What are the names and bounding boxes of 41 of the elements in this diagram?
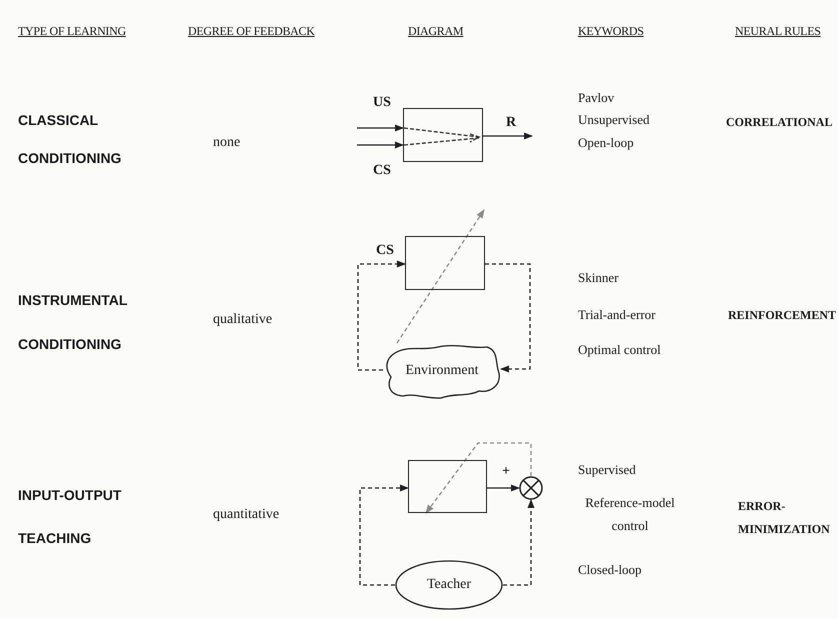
- keyword: Unsupervised: [578, 111, 650, 129]
- process-box: [405, 236, 485, 290]
- keyword: Skinner: [578, 269, 618, 287]
- arrow: [487, 484, 520, 492]
- arrow: [359, 484, 409, 586]
- keyword: Pavlov: [578, 89, 614, 107]
- cloud-shape: [383, 343, 501, 399]
- column-header: KEYWORDS: [578, 23, 644, 40]
- learning-type: INSTRUMENTAL CONDITIONING: [18, 291, 128, 354]
- process-box: [408, 460, 487, 513]
- neural-rule: ERROR- MINIMIZATION: [738, 498, 831, 538]
- process-box: [403, 108, 483, 162]
- feedback-degree: none: [213, 134, 240, 152]
- arrow: [483, 132, 533, 140]
- keyword: Closed-loop: [578, 561, 642, 579]
- arrow: [485, 263, 531, 372]
- neural-rule: REINFORCEMENT: [728, 307, 836, 324]
- column-header: TYPE OF LEARNING: [18, 23, 126, 40]
- arrow: [357, 142, 404, 148]
- column-header: NEURAL RULES: [735, 23, 821, 40]
- neural-rule: CORRELATIONAL: [726, 114, 832, 131]
- keyword: Optimal control: [578, 341, 661, 359]
- learning-type: INPUT-OUTPUT TEACHING: [18, 486, 122, 548]
- comparator-circle: [519, 476, 543, 500]
- arrow: [357, 260, 406, 371]
- learning-type: CLASSICAL CONDITIONING: [18, 111, 122, 168]
- arrow: [396, 209, 485, 344]
- column-header: DEGREE OF FEEDBACK: [188, 23, 315, 40]
- ellipse-shape: [395, 560, 503, 610]
- arrow: [425, 442, 532, 514]
- keyword: Open-loop: [578, 134, 634, 152]
- arrow: [357, 124, 404, 132]
- keyword: Trial-and-error: [578, 306, 656, 324]
- feedback-degree: qualitative: [213, 311, 272, 329]
- keyword: Supervised: [578, 461, 636, 479]
- node-text: Environment: [405, 362, 479, 380]
- column-header: DIAGRAM: [408, 23, 464, 40]
- keyword: Reference-model control: [584, 494, 676, 535]
- arrow: [503, 499, 534, 586]
- node-text: Teacher: [426, 576, 472, 594]
- feedback-degree: quantitative: [213, 506, 280, 524]
